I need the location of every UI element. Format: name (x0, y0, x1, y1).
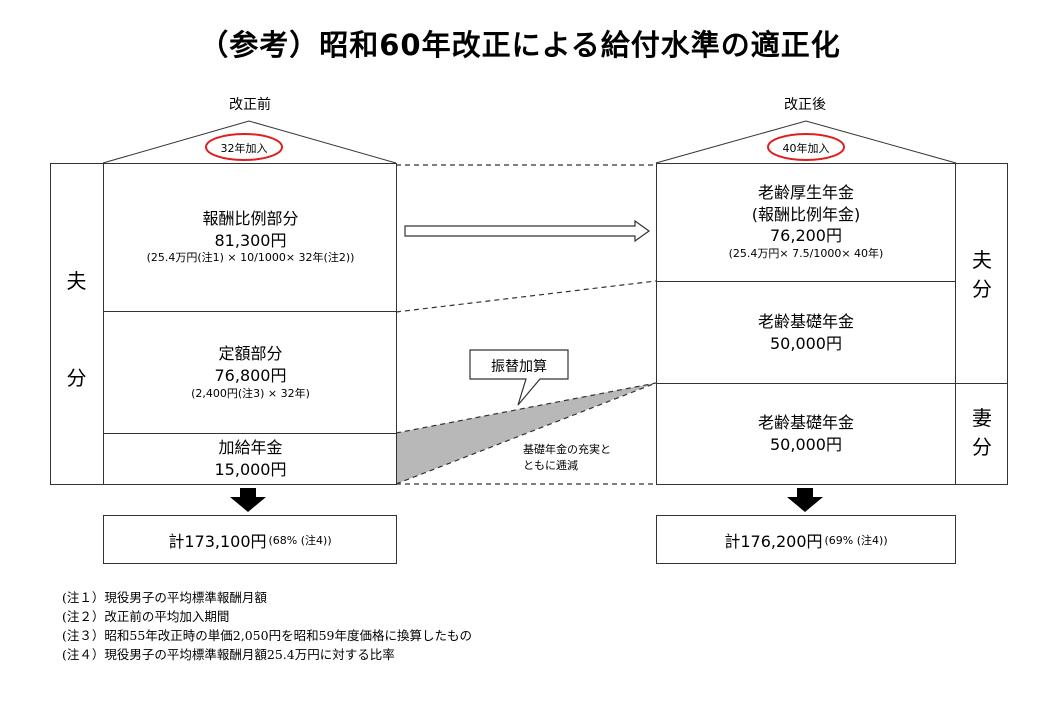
block-amount: 76,200円 (770, 226, 842, 246)
block-amount: 81,300円 (214, 230, 287, 250)
right-roof-label: 40年加入 (782, 142, 830, 155)
right-block-employee-pension: 老齢厚生年金 (報酬比例年金) 76,200円 (25.4万円× 7.5/100… (657, 163, 955, 281)
block-amount: 50,000円 (770, 435, 842, 454)
block-title: 報酬比例部分 (202, 208, 299, 228)
left-block-additional: 加給年金 15,000円 (104, 434, 397, 484)
left-roof-label: 32年加入 (220, 142, 268, 155)
footnote: (注２）改正前の平均加入期間 (62, 609, 230, 624)
left-header: 改正前 (229, 97, 271, 113)
left-roof (102, 120, 397, 164)
right-side-label-wife: 妻 分 (956, 398, 1008, 468)
reduction-note-line: 基礎年金の充実と (523, 443, 611, 456)
block-title: 定額部分 (218, 344, 283, 364)
callout-bubble (469, 349, 569, 406)
right-block-basic-husband: 老齢基礎年金 50,000円 (657, 282, 955, 383)
left-divider-1 (103, 311, 397, 312)
right-divider-1 (656, 281, 956, 282)
side-char: 分 (972, 277, 992, 301)
page-title: （参考）昭和60年改正による給付水準の適正化 (199, 28, 841, 62)
left-side-divider (103, 163, 104, 485)
block-amount: 15,000円 (214, 460, 287, 479)
block-title: 老齢厚生年金 (757, 183, 854, 203)
right-total-note: (69% (注4)) (824, 533, 888, 547)
right-side-label-husband: 夫 分 (956, 240, 1008, 310)
right-roof (655, 120, 957, 164)
side-char: 分 (972, 435, 992, 459)
right-divider-2 (656, 383, 1008, 384)
footnote: (注３）昭和55年改正時の単価2,050円を昭和59年度価格に換算したもの (62, 628, 472, 643)
block-formula: (25.4万円(注1) × 10/1000× 32年(注2)) (146, 251, 355, 265)
footnote: (注１）現役男子の平均標準報酬月額 (62, 590, 267, 605)
left-block-flat-rate: 定額部分 76,800円 (2,400円(注3) × 32年) (104, 312, 397, 433)
left-down-arrow (230, 488, 266, 512)
left-divider-2 (103, 433, 397, 434)
right-block-basic-wife: 老齢基礎年金 50,000円 (657, 384, 955, 484)
side-char: 妻 (972, 406, 992, 430)
right-total-box: 計176,200円 (69% (注4)) (656, 515, 956, 564)
left-roof-circle (205, 133, 283, 161)
right-side-divider (955, 163, 956, 485)
block-title: 加給年金 (218, 438, 283, 458)
reduction-note-line: ともに逓減 (523, 459, 578, 472)
block-title: 老齢基礎年金 (757, 413, 854, 433)
block-amount: 50,000円 (770, 333, 842, 353)
block-title: 老齢基礎年金 (757, 311, 854, 331)
left-side-label-bottom: 分 (66, 366, 87, 390)
block-subtitle: (報酬比例年金) (751, 204, 861, 224)
right-roof-circle (767, 133, 845, 161)
right-total: 計176,200円 (724, 531, 823, 551)
left-block-earnings: 報酬比例部分 81,300円 (25.4万円(注1) × 10/1000× 32… (104, 163, 397, 311)
right-pension-box (656, 163, 1008, 485)
left-side-label-top: 夫 (66, 269, 87, 293)
footnotes: (注１）現役男子の平均標準報酬月額 (注２）改正前の平均加入期間 (注３）昭和5… (62, 588, 472, 664)
block-amount: 76,800円 (214, 366, 287, 386)
dashed-connectors (395, 164, 657, 485)
block-formula: (2,400円(注3) × 32年) (191, 386, 310, 400)
left-pension-box (50, 163, 397, 485)
left-total-note: (68% (注4)) (268, 533, 332, 547)
transfer-addition-label: 振替加算 (491, 359, 547, 375)
left-total: 計173,100円 (168, 531, 267, 551)
right-down-arrow (787, 488, 823, 512)
migration-arrow (404, 219, 651, 243)
footnote: (注４）現役男子の平均標準報酬月額25.4万円に対する比率 (62, 647, 395, 662)
reduction-note: 基礎年金の充実と ともに逓減 (523, 442, 611, 474)
block-formula: (25.4万円× 7.5/1000× 40年) (728, 246, 884, 260)
right-header: 改正後 (784, 97, 826, 113)
side-char: 夫 (972, 248, 992, 272)
left-total-box: 計173,100円 (68% (注4)) (103, 515, 397, 564)
